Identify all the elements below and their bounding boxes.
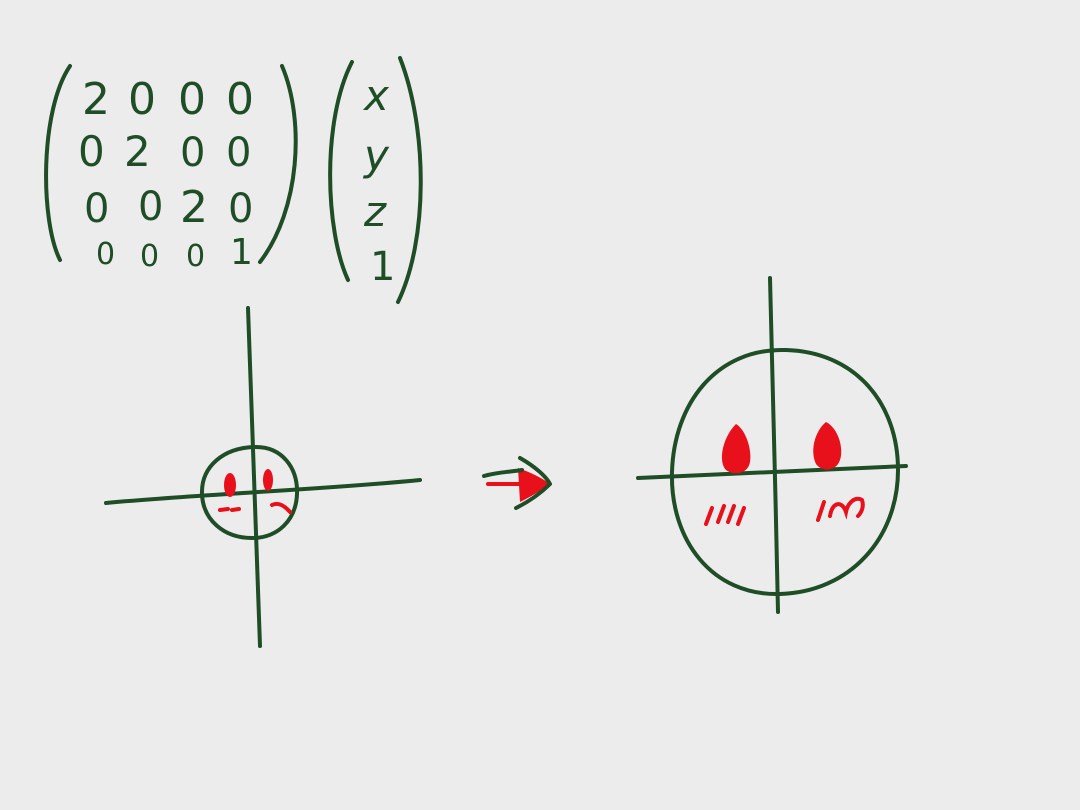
position-vector: x y z 1 xyxy=(328,56,423,304)
axis-horizontal xyxy=(104,478,422,505)
matrix-row-3: 0 0 2 0 xyxy=(84,182,253,233)
vector-left-bracket xyxy=(328,60,354,282)
face-outline-large xyxy=(669,347,900,597)
matrix-row-2: 0 2 0 0 xyxy=(78,127,251,176)
matrix-right-bracket xyxy=(258,64,298,264)
axis-horizontal xyxy=(636,464,908,480)
face-outline-small xyxy=(199,444,300,540)
matrix-cell: 0 xyxy=(226,74,254,125)
right-eye-small xyxy=(263,469,273,491)
vector-right-bracket xyxy=(396,56,423,304)
left-eye-large xyxy=(721,424,751,474)
matrix-cell: 0 xyxy=(138,184,163,230)
matrix-row-1: 2 0 0 0 xyxy=(82,74,254,125)
right-eye-large xyxy=(813,422,842,470)
right-mouth-large xyxy=(816,496,865,522)
matrix-cell: 0 xyxy=(178,74,206,125)
scaling-matrix: 2 0 0 0 0 2 0 0 0 0 2 0 0 0 0 1 xyxy=(44,64,298,274)
left-mouth-small xyxy=(218,507,241,512)
axis-vertical xyxy=(768,276,780,614)
matrix-cell: 0 xyxy=(180,130,205,176)
matrix-cell: 1 xyxy=(230,232,253,273)
matrix-cell: 0 xyxy=(128,74,156,125)
matrix-cell: 2 xyxy=(124,127,151,176)
matrix-cell: 2 xyxy=(82,74,110,125)
matrix-cell: 0 xyxy=(226,130,251,176)
vector-entry: x xyxy=(362,71,390,120)
vector-entry: 1 xyxy=(370,244,395,290)
scaled-face-diagram xyxy=(636,276,908,614)
arrow-right-icon xyxy=(482,456,552,510)
matrix-row-4: 0 0 0 1 xyxy=(96,232,253,274)
matrix-cell: 0 xyxy=(228,186,253,232)
right-mouth-small xyxy=(270,501,292,514)
left-eye-small xyxy=(224,473,236,497)
matrix-cell: 0 xyxy=(186,239,205,274)
left-mouth-large xyxy=(704,504,746,526)
matrix-cell: 0 xyxy=(78,127,105,176)
matrix-cell: 0 xyxy=(96,237,115,272)
matrix-left-bracket xyxy=(44,64,72,262)
original-face-diagram xyxy=(104,306,422,648)
axis-vertical xyxy=(246,306,262,648)
vector-entry: y xyxy=(362,131,390,180)
matrix-cell: 0 xyxy=(84,186,109,232)
matrix-cell: 0 xyxy=(140,239,159,274)
vector-entry: z xyxy=(363,187,387,236)
matrix-cell: 2 xyxy=(180,182,208,233)
